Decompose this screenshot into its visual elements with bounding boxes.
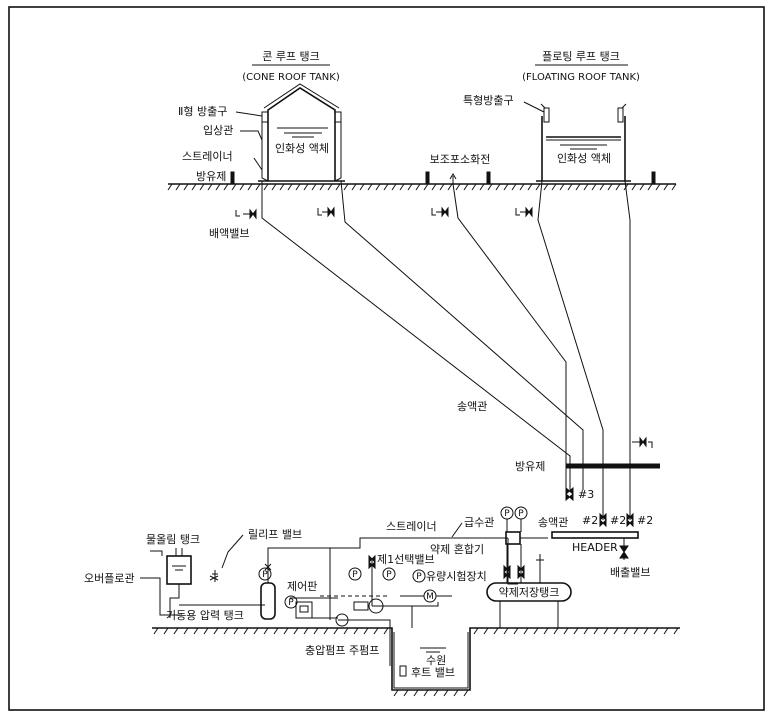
special-outlet-label: 특형방출구: [463, 94, 514, 107]
control-panel: [295, 601, 313, 619]
feed-pipe-2-label: 송액관: [538, 516, 568, 529]
drain-valve-1: [235, 208, 257, 220]
pressure-gauge-2: P: [284, 595, 298, 609]
ground-hatch-lower: [153, 627, 679, 697]
dike-top-label: 방유제: [196, 170, 226, 183]
aux-hydrant-label: 보조포소화전: [430, 153, 491, 166]
header-pipe: [551, 531, 639, 539]
selector-valve-label: 제1선택밸브: [377, 553, 435, 566]
svg-text:P: P: [518, 509, 524, 519]
svg-text:P: P: [352, 570, 358, 580]
diagram-frame: [8, 6, 765, 711]
cone-tank-title: 콘 루프 탱크: [262, 50, 320, 63]
flow-test-label: 유량시험장치: [426, 570, 487, 583]
dike-post-mid2: [486, 171, 491, 185]
priming-tank: [150, 548, 192, 618]
aux-hydrant-icon: [449, 173, 457, 184]
selector-valve-1: [368, 554, 376, 570]
strainer-label: 스트레이너: [386, 520, 437, 533]
svg-text:M: M: [426, 592, 434, 602]
strainer-top-leader: [253, 157, 263, 171]
relief-valve: [209, 570, 219, 582]
svg-text:P: P: [262, 570, 268, 580]
type2-outlet-label: Ⅱ형 방출구: [178, 105, 227, 118]
selector-valve-3: [565, 486, 574, 502]
flow-meter: M: [400, 589, 452, 603]
dike-post-right: [651, 171, 656, 185]
feed-pipe-label: 송액관: [457, 400, 487, 413]
main-pump: [353, 598, 384, 614]
dike-post-left: [230, 171, 235, 185]
flow-test-gauge: P: [412, 569, 426, 583]
drain-valve-2: [317, 206, 335, 218]
pressure-gauge-1: P: [258, 567, 272, 581]
cone-roof-tank: [258, 83, 345, 182]
water-source-label: 수원: [426, 654, 446, 667]
dike-mid-label: 방유제: [515, 460, 545, 473]
relief-valve-leader: [221, 534, 244, 569]
pumps-label: 충압펌프 주펌프: [305, 644, 379, 657]
svg-text:P: P: [386, 570, 392, 580]
dike-post-mid1: [425, 171, 430, 185]
floating-roof-tank: [536, 103, 631, 182]
drain-valve-3: [431, 206, 449, 218]
drain-valve-4: [515, 206, 533, 218]
riser-leader: [240, 130, 263, 141]
agent-tank-label: 약제저장탱크: [499, 585, 560, 599]
valve-2c-label: #2: [637, 514, 653, 527]
type2-outlet-leader: [235, 111, 263, 117]
pump-room-piping: [179, 537, 548, 666]
header-label: HEADER: [572, 541, 618, 554]
water-supply-leader: [451, 522, 463, 538]
floating-tank-title: 플로팅 루프 탱크: [542, 50, 620, 63]
pressure-gauge-4: P: [382, 567, 396, 581]
ground-line-lower: [152, 627, 680, 691]
cone-tank-subtitle: (CONE ROOF TANK): [242, 72, 340, 83]
special-outlet-leader: [523, 101, 545, 113]
discharge-valve: [619, 538, 629, 560]
valve-3-label: #3: [578, 488, 594, 501]
overflow-pipe: [140, 577, 180, 616]
riser-label: 입상관: [203, 124, 233, 137]
pressure-tank-label: 기동용 압력 탱크: [166, 609, 244, 622]
proportioner: P P: [500, 506, 528, 545]
strainer-top-label: 스트레이너: [182, 150, 233, 163]
proportioner-label: 약제 혼합기: [430, 542, 484, 556]
header-vent-valve: [632, 436, 653, 448]
discharge-valve-label: 배출밸브: [610, 566, 650, 579]
water-supply-label: 급수관: [464, 516, 494, 529]
overflow-pipe-label: 오버플로관: [84, 572, 135, 585]
drain-valve-label: 배액밸브: [209, 227, 249, 240]
svg-text:P: P: [504, 509, 510, 519]
cone-liquid-label: 인화성 액체: [275, 142, 329, 155]
selector-valve-2a: [599, 512, 607, 528]
control-panel-label: 제어판: [287, 580, 317, 593]
floating-liquid-label: 인화성 액체: [557, 152, 611, 165]
floating-tank-subtitle: (FLOATING ROOF TANK): [522, 72, 640, 83]
svg-text:P: P: [416, 572, 422, 582]
foam-feed-lines: [261, 180, 631, 520]
pressure-gauge-3: P: [348, 567, 362, 581]
jockey-pump: [335, 613, 358, 627]
valve-2b-label: #2: [610, 514, 626, 527]
ground-hatch-upper: [167, 183, 677, 191]
valve-2a-label: #2: [582, 514, 598, 527]
foot-valve-label: 후트 밸브: [411, 666, 455, 679]
selector-valve-2c: [626, 512, 634, 528]
relief-valve-label: 릴리프 밸브: [248, 528, 302, 541]
priming-tank-label: 물올림 탱크: [146, 533, 200, 546]
svg-text:P: P: [288, 598, 294, 608]
agent-storage-tank: [486, 544, 572, 628]
water-source-pit: [393, 632, 469, 689]
